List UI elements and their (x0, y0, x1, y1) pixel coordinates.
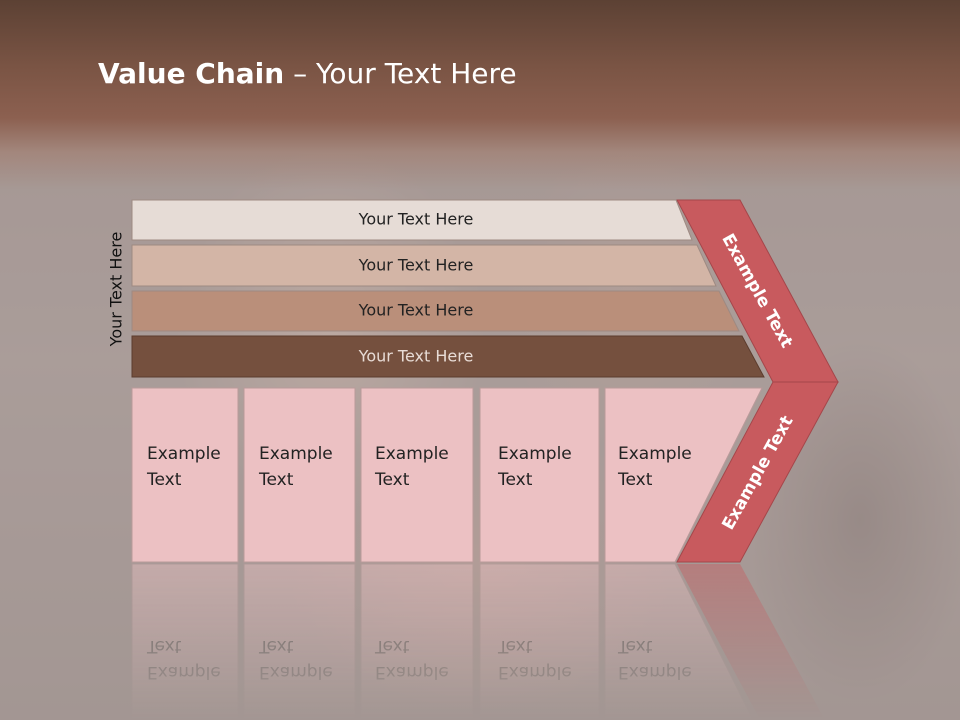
slide-title-bold: Value Chain (98, 57, 285, 90)
box-3-line1: Example (375, 444, 449, 464)
box-5-shape (604, 387, 763, 563)
box-1: Example Text (131, 387, 239, 563)
reflection-box-3-line1: Example (375, 662, 449, 682)
bar-3: Your Text Here (131, 290, 740, 332)
bar-4-label: Your Text Here (358, 347, 474, 366)
box-2: Example Text (243, 387, 356, 563)
title-band (0, 0, 960, 190)
box-1-shape (131, 387, 239, 563)
reflection-box-1-line2: Text (146, 636, 182, 656)
box-3-shape (360, 387, 474, 563)
box-3: Example Text (360, 387, 474, 563)
reflection-box-3-line2: Text (374, 636, 410, 656)
box-2-shape (243, 387, 356, 563)
reflection-box-2-line1: Example (259, 662, 333, 682)
box-1-line2: Text (146, 470, 182, 490)
box-4-line2: Text (497, 470, 533, 490)
box-5-line2: Text (617, 470, 653, 490)
reflection-box-4-line2: Text (497, 636, 533, 656)
bar-2-label: Your Text Here (358, 256, 474, 275)
box-1-line1: Example (147, 444, 221, 464)
reflection-box-1-line1: Example (147, 662, 221, 682)
reflection-box-4-line1: Example (498, 662, 572, 682)
diagram-reflection: Example Text Example Text Example Text E… (131, 563, 825, 720)
bar-1: Your Text Here (131, 199, 693, 241)
bar-4-shape (131, 335, 765, 378)
bar-3-shape (131, 290, 740, 332)
reflection-box-5-line1: Example (618, 662, 692, 682)
box-4: Example Text (479, 387, 600, 563)
box-5: Example Text (604, 387, 763, 563)
box-4-shape (479, 387, 600, 563)
bar-4: Your Text Here (131, 335, 765, 378)
chevron-lower (676, 381, 839, 563)
bar-3-label: Your Text Here (358, 301, 474, 320)
box-3-line2: Text (374, 470, 410, 490)
bar-2: Your Text Here (131, 244, 717, 287)
reflection-box-2-line2: Text (258, 636, 294, 656)
slide-title: Value Chain – Your Text Here (98, 52, 517, 96)
bar-2-shape (131, 244, 717, 287)
box-2-line2: Text (258, 470, 294, 490)
reflection-box-5-line2: Text (617, 636, 653, 656)
box-5-line1: Example (618, 444, 692, 464)
slide-title-rest: – Your Text Here (284, 57, 517, 90)
box-4-line1: Example (498, 444, 572, 464)
box-2-line1: Example (259, 444, 333, 464)
bar-1-shape (131, 199, 693, 241)
bar-1-label: Your Text Here (358, 210, 474, 229)
